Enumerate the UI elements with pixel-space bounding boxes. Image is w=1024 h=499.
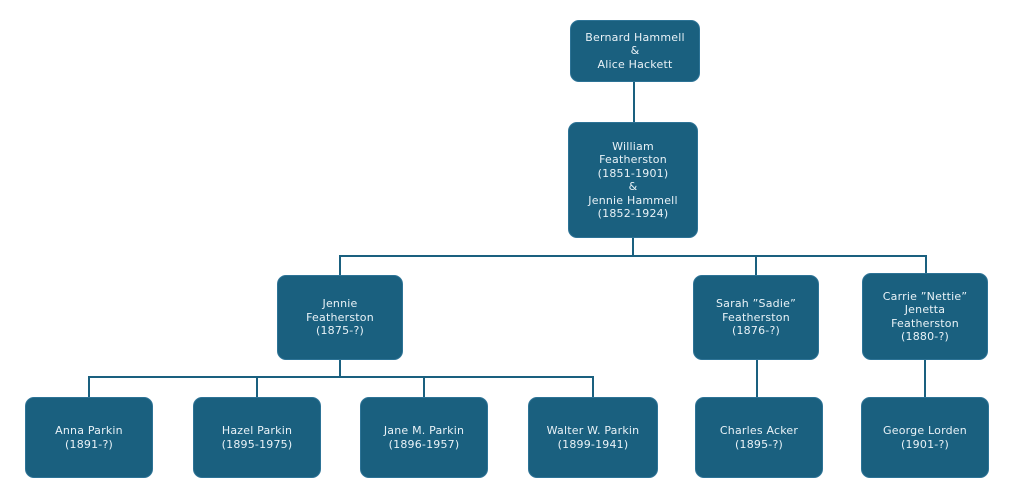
- tree-node-walter-parkin[interactable]: Walter W. Parkin (1899-1941): [528, 397, 658, 478]
- connector-sarah-charles: [756, 359, 758, 398]
- tree-node-anna-parkin[interactable]: Anna Parkin (1891-?): [25, 397, 153, 478]
- tree-node-label: Carrie ”Nettie” Jenetta Featherston (188…: [882, 289, 968, 344]
- tree-node-jane-parkin[interactable]: Jane M. Parkin (1896-1957): [360, 397, 488, 478]
- tree-node-bernard-alice[interactable]: Bernard Hammell & Alice Hackett: [570, 20, 700, 82]
- tree-node-charles-acker[interactable]: Charles Acker (1895-?): [695, 397, 823, 478]
- tree-node-william-jennie[interactable]: William Featherston (1851-1901) & Jennie…: [568, 122, 698, 238]
- connector-stub-carrie: [925, 255, 927, 276]
- tree-node-label: Walter W. Parkin (1899-1941): [546, 424, 640, 451]
- tree-node-label: Charles Acker (1895-?): [719, 424, 799, 451]
- connector-stub-walter: [592, 376, 594, 398]
- tree-node-label: Hazel Parkin (1895-1975): [221, 424, 293, 451]
- tree-node-carrie-featherston[interactable]: Carrie ”Nettie” Jenetta Featherston (188…: [862, 273, 988, 360]
- connector-stub-hazel: [256, 376, 258, 398]
- connector-bus-level3: [339, 255, 927, 257]
- tree-node-jennie-featherston[interactable]: Jennie Featherston (1875-?): [277, 275, 403, 360]
- connector-stub-jennie: [339, 255, 341, 276]
- tree-node-label: William Featherston (1851-1901) & Jennie…: [588, 139, 678, 221]
- tree-node-label: Anna Parkin (1891-?): [55, 424, 123, 451]
- tree-node-label: Bernard Hammell & Alice Hackett: [585, 30, 685, 71]
- tree-node-label: Sarah ”Sadie” Featherston (1876-?): [716, 297, 796, 338]
- tree-node-sarah-featherston[interactable]: Sarah ”Sadie” Featherston (1876-?): [693, 275, 819, 360]
- tree-node-george-lorden[interactable]: George Lorden (1901-?): [861, 397, 989, 478]
- connector-carrie-george: [924, 359, 926, 398]
- connector-jennie-stub-down: [339, 359, 341, 378]
- tree-node-label: Jennie Featherston (1875-?): [306, 297, 374, 338]
- connector-bernard-william: [633, 81, 635, 123]
- tree-node-label: George Lorden (1901-?): [883, 424, 967, 451]
- connector-bus-level4: [88, 376, 594, 378]
- tree-node-hazel-parkin[interactable]: Hazel Parkin (1895-1975): [193, 397, 321, 478]
- tree-node-label: Jane M. Parkin (1896-1957): [383, 424, 465, 451]
- connector-stub-sarah: [755, 255, 757, 276]
- connector-stub-jane: [423, 376, 425, 398]
- connector-stub-anna: [88, 376, 90, 398]
- connector-william-stub: [632, 237, 634, 257]
